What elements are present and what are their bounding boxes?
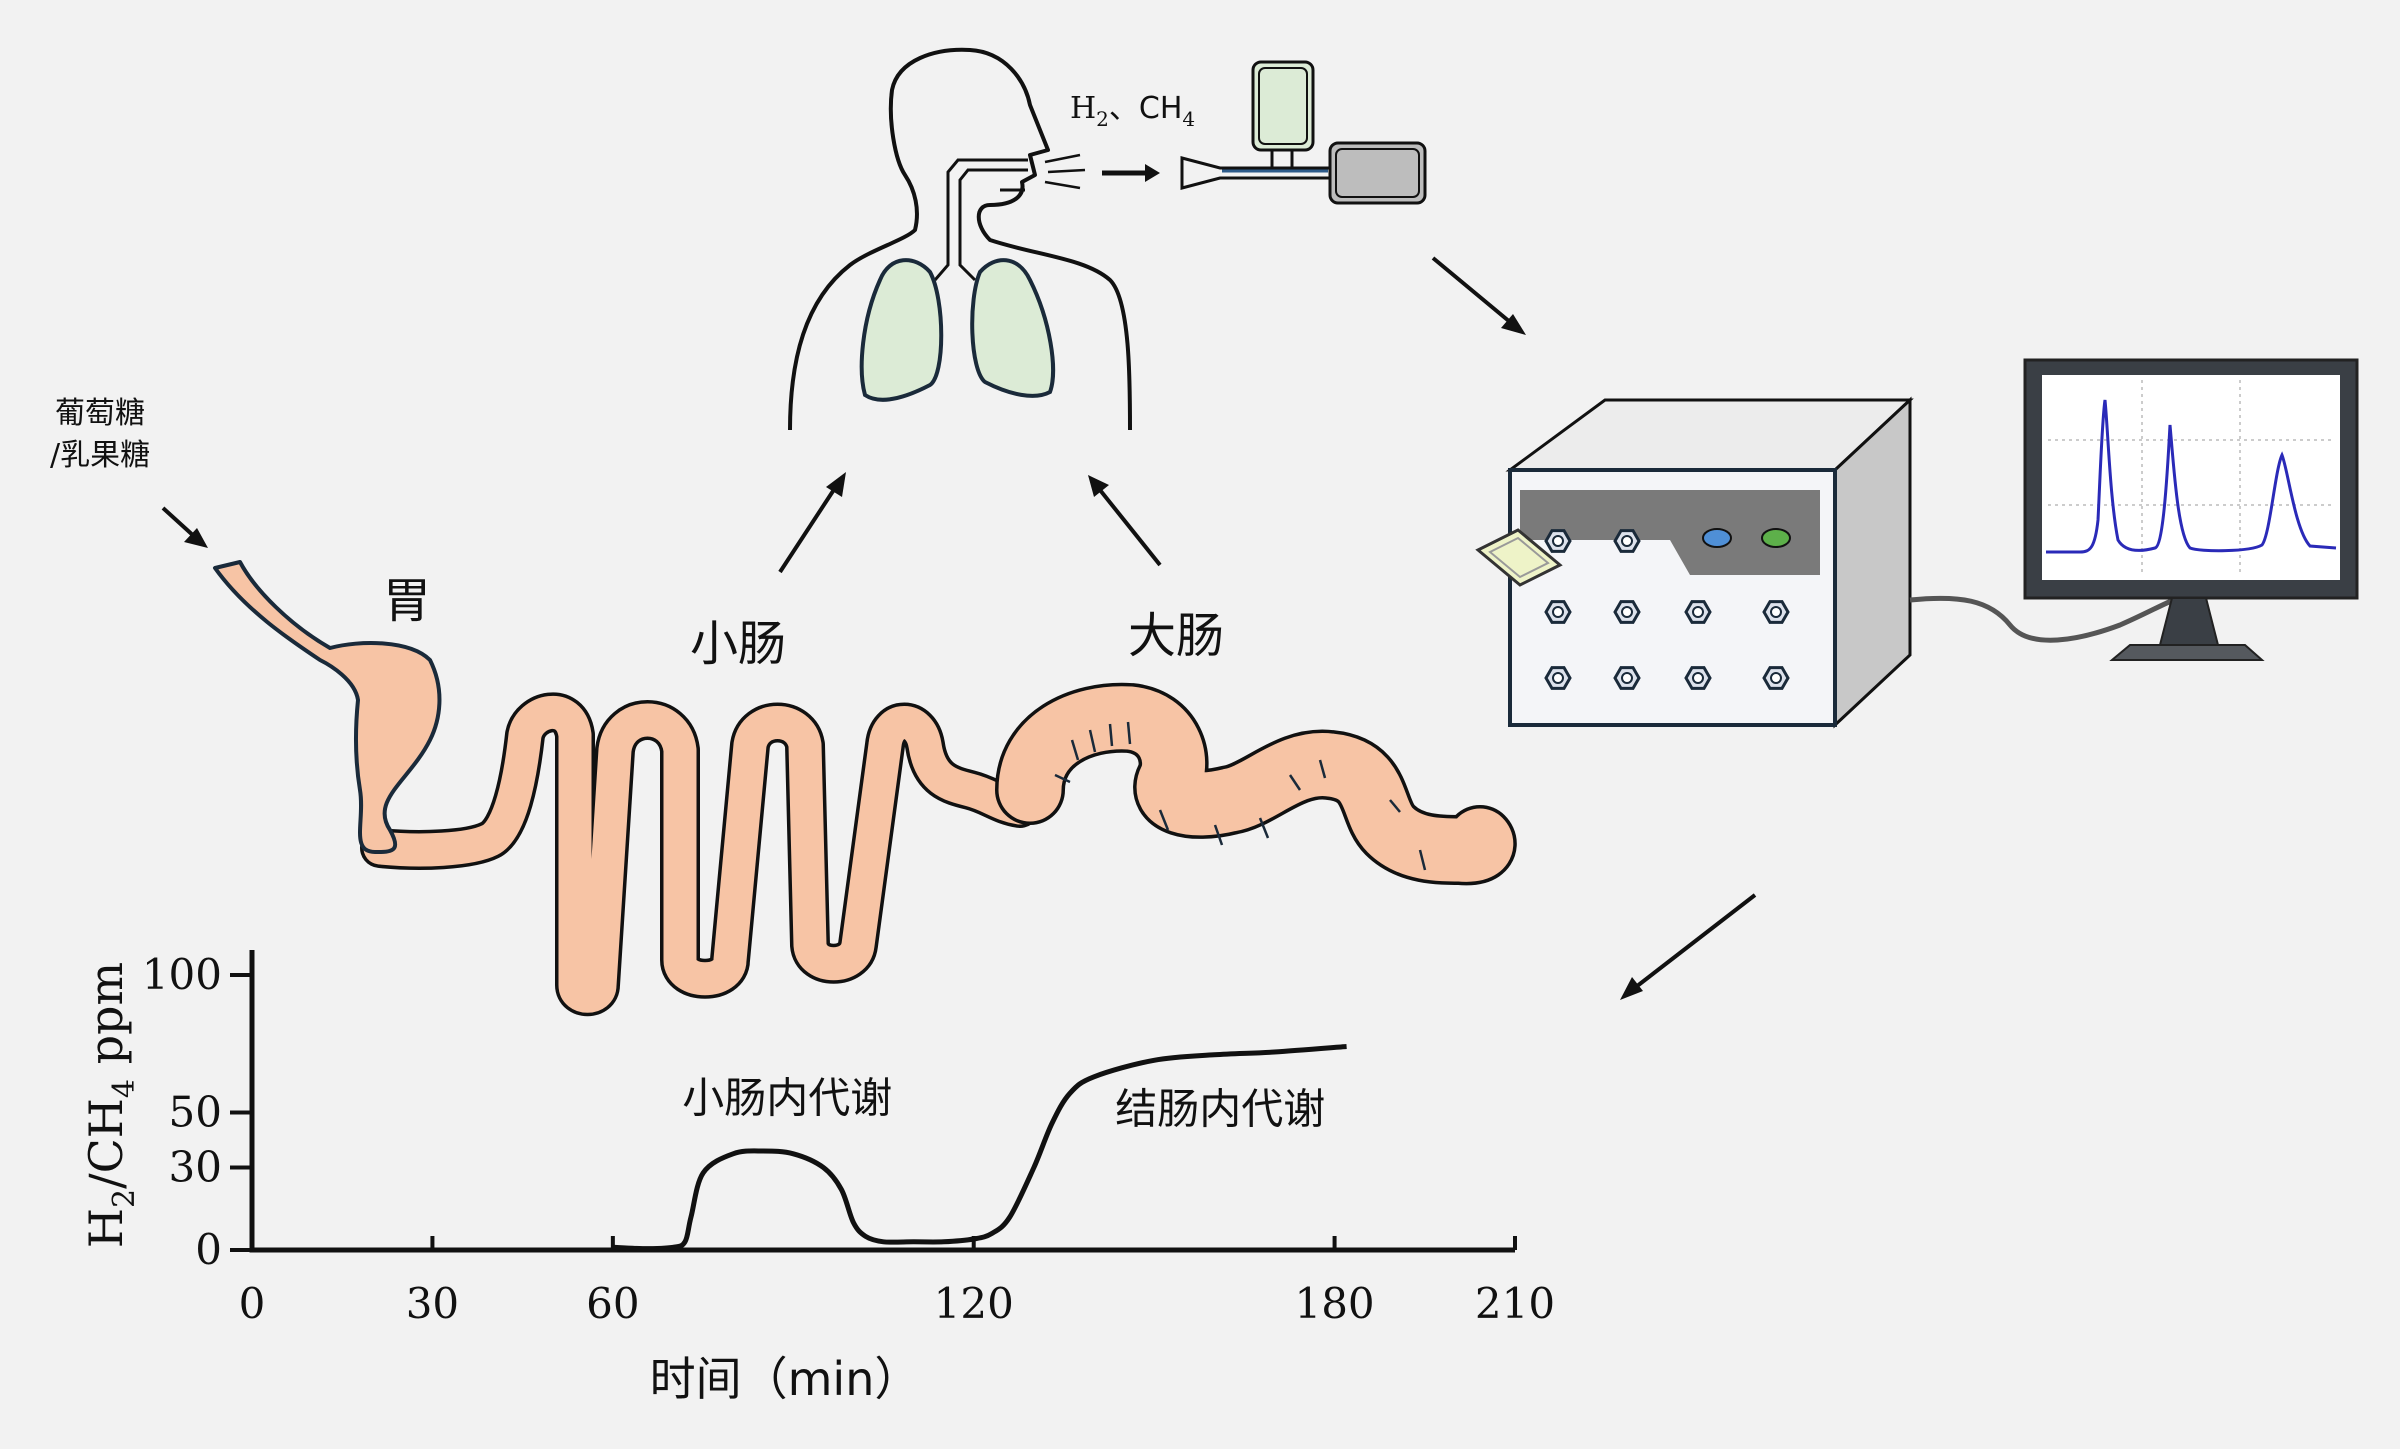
port-hole: [1770, 672, 1782, 684]
arrow-small-intestine-head: [826, 472, 846, 497]
monitor: [2023, 358, 2359, 661]
analyzer-panel: [1520, 490, 1820, 575]
human-outline: [788, 47, 1132, 431]
port-hole: [1692, 672, 1704, 684]
mouthpiece: [1180, 156, 1332, 190]
sugar-label-line2: /乳果糖: [50, 438, 150, 473]
gi-tract: [213, 560, 1517, 1017]
sugar-label: 葡萄糖 /乳果糖: [50, 396, 150, 473]
port-hole: [1552, 535, 1564, 547]
small-intestine-label: 小肠: [690, 616, 786, 672]
x-tick-label: 0: [239, 1279, 266, 1328]
monitor-grid: [2048, 380, 2335, 575]
x-tick-label: 180: [1294, 1279, 1374, 1328]
monitor-cable: [1909, 595, 2181, 643]
gas-label: H2、CH4: [1070, 91, 1195, 131]
collection-bag-upper: [1251, 60, 1315, 152]
x-axis-label: 时间（min）: [650, 1352, 921, 1406]
gas-analyzer: [1475, 396, 1914, 729]
chart-annotations: 小肠内代谢 结肠内代谢: [682, 1074, 1325, 1134]
arrow-to-analyzer: [1431, 256, 1512, 324]
x-tick-label: 210: [1475, 1279, 1555, 1328]
large-intestine-label: 大肠: [1128, 608, 1224, 664]
left-lung: [859, 258, 944, 402]
airway-tube: [933, 158, 1028, 282]
annotation-label: 小肠内代谢: [682, 1074, 892, 1123]
exhale-arrow-head: [1145, 164, 1160, 182]
annotation-label: 结肠内代谢: [1115, 1085, 1325, 1134]
human-figure: [788, 47, 1132, 431]
y-tick-label: 0: [195, 1225, 222, 1274]
arrow-large-intestine-head: [1088, 475, 1109, 497]
y-axis-label: H2/CH4 ppm: [79, 962, 142, 1248]
x-tick-label: 120: [934, 1279, 1014, 1328]
y-tick-label: 50: [169, 1088, 222, 1137]
monitor-base: [2109, 644, 2265, 661]
arrow-to-chart-head: [1620, 977, 1643, 1000]
breath-collector: [1180, 60, 1427, 205]
indicator-blue: [1702, 528, 1732, 548]
arrow-to-analyzer-head: [1501, 314, 1526, 335]
large-intestine-fill: [998, 686, 1513, 882]
y-axis-label-sub: 2: [107, 1189, 142, 1208]
right-lung: [970, 258, 1056, 398]
sample-card: [1475, 528, 1563, 587]
x-tick-label: 30: [406, 1279, 459, 1328]
monitor-trace: [2046, 399, 2337, 554]
port-hole: [1621, 606, 1633, 618]
sugar-arrow: [161, 506, 198, 540]
small-intestine-fill: [363, 695, 1037, 1013]
y-axis-label-part: H: [79, 1208, 133, 1248]
series-line: [612, 1044, 1347, 1252]
collection-bag-lower: [1328, 141, 1427, 205]
stomach-label: 胃: [383, 573, 431, 629]
arrow-large-intestine-to-lungs: [1098, 488, 1162, 567]
port-hole: [1770, 606, 1782, 618]
y-axis-label-part: /CH: [79, 1098, 133, 1189]
port-hole: [1692, 606, 1704, 618]
stomach: [213, 560, 442, 854]
y-ticks: 0 30 50 100: [142, 950, 252, 1274]
analyzer-ports: [1544, 529, 1790, 690]
breath-test-chart: 0 30 60 120 180 210 0 30 50 100 小肠内代谢 结肠内代谢 时间（mi…: [79, 950, 1555, 1406]
haustra-marks: [1054, 721, 1427, 871]
breath-lines: [1044, 153, 1086, 190]
port-hole: [1552, 672, 1564, 684]
arrow-to-chart: [1630, 893, 1757, 992]
x-ticks: 0 30 60 120 180 210: [239, 1236, 1555, 1328]
indicator-green: [1761, 528, 1791, 548]
svg-text:H2、CH4: H2、CH4: [1070, 91, 1195, 131]
y-axis-label-sub: 4: [107, 1079, 142, 1098]
port-hole: [1621, 672, 1633, 684]
arrow-small-intestine-to-lungs: [778, 486, 837, 574]
x-tick-label: 60: [586, 1279, 639, 1328]
y-axis-label-part: ppm: [79, 962, 133, 1079]
sugar-arrow-head: [184, 528, 208, 548]
port-hole: [1621, 535, 1633, 547]
sugar-label-line1: 葡萄糖: [55, 396, 145, 431]
y-tick-label: 100: [142, 950, 222, 999]
port-hole: [1552, 606, 1564, 618]
y-tick-label: 30: [169, 1143, 222, 1192]
monitor-stand: [2158, 597, 2220, 646]
